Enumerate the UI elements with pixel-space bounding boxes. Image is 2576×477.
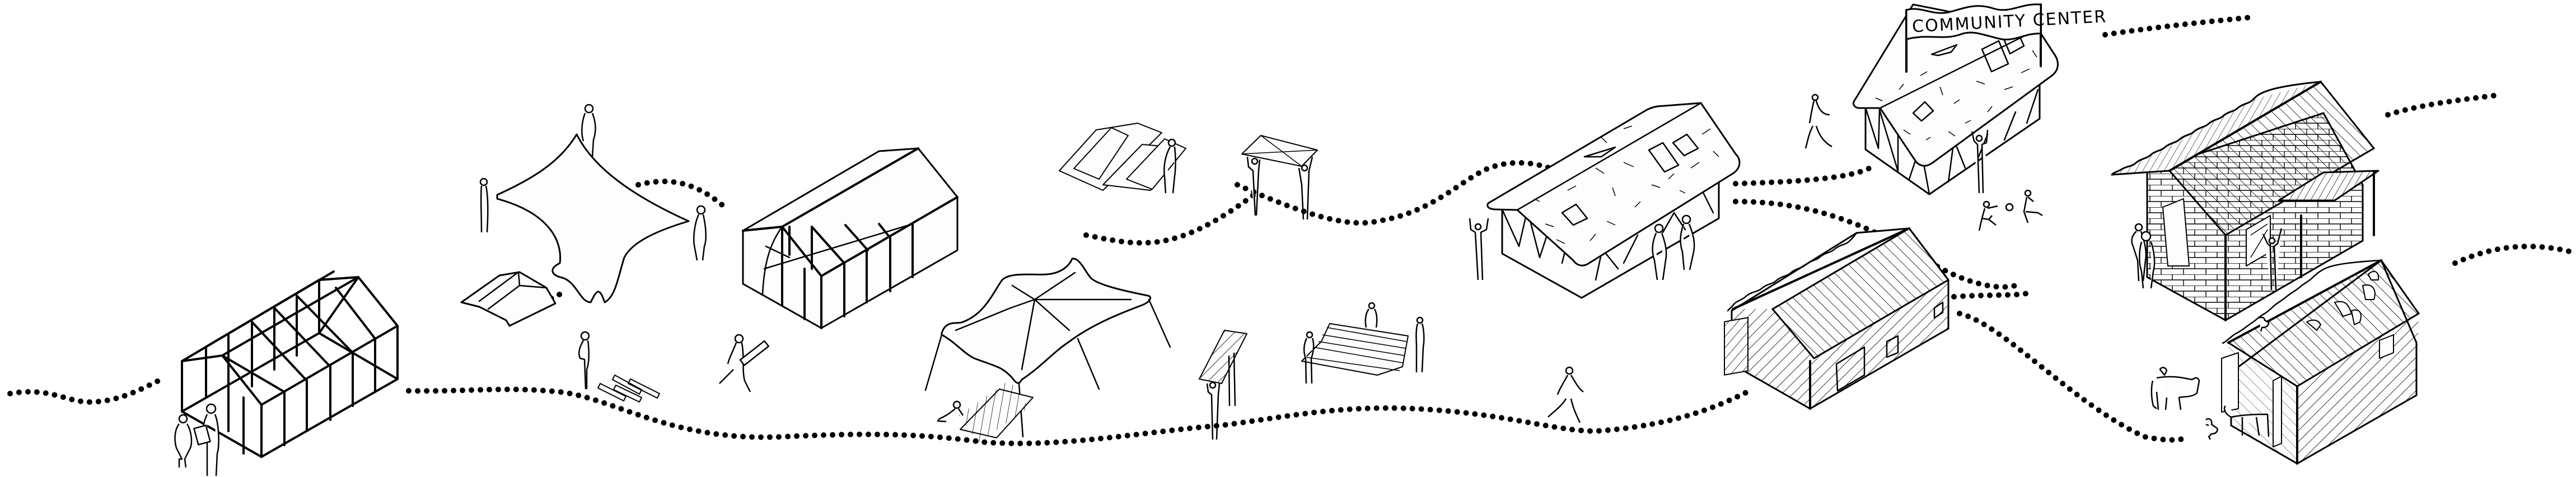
cow-left: [2150, 367, 2200, 410]
chicken-on-cow: [2159, 367, 2168, 376]
corrugated-shed: [1724, 227, 1950, 410]
walking-person-with-plank: [719, 334, 770, 392]
planks-scene: [578, 331, 770, 403]
plank: [597, 375, 660, 403]
person-at-window: [2262, 228, 2283, 291]
ball: [2005, 203, 2014, 212]
person-arms-raised: [1469, 218, 1489, 280]
person-carrying-panel: [1206, 381, 1221, 440]
person-with-panel: [1163, 138, 1176, 194]
folded-panels-scene: [1059, 123, 1318, 220]
panels-carry-scene: [1199, 302, 1425, 440]
path-segment-6: [2102, 14, 2576, 266]
woman-1: [1652, 223, 1667, 280]
walking-person: [1548, 366, 1584, 423]
thatched-house: [1469, 102, 1741, 299]
kid-running: [2023, 189, 2043, 223]
person-left-sheet: [1303, 331, 1315, 384]
community-center: COMMUNITY CENTER: [1804, 3, 2107, 231]
path-segment-3: [532, 160, 1570, 308]
chicken-on-ground: [2205, 418, 2218, 440]
person-at-wall: [1971, 129, 1989, 194]
person-top-sheet: [1364, 302, 1378, 328]
person-right-sheet: [1415, 316, 1425, 373]
two-people-at-door: [2131, 223, 2156, 289]
covered-greenhouse: [742, 147, 959, 329]
cow-in-doorway: [2223, 405, 2270, 437]
person-top: [581, 104, 596, 157]
person-holding-tablet: [193, 403, 219, 476]
open-box: [460, 271, 557, 327]
brick-house: [2111, 81, 2379, 321]
kneeling-person: [937, 400, 964, 423]
greenhouse-frame: [174, 270, 399, 476]
person-with-clipboard: [174, 414, 193, 468]
standing-person: [578, 331, 590, 390]
woman-2: [1680, 214, 1695, 270]
walking-person-left: [1804, 93, 1832, 149]
path-segment-2: [406, 386, 1752, 447]
person-left: [479, 177, 489, 233]
path-segment-5: [1951, 288, 2192, 443]
kid-kicking: [1978, 200, 1998, 231]
fabric-tent: [924, 258, 1171, 443]
person-lifting-left: [1246, 156, 1261, 216]
person-behind-panel: [1228, 352, 1236, 406]
vines-on-roof: [2306, 270, 2379, 331]
dotted-paths: [7, 14, 2576, 447]
barn-with-animals: [2150, 259, 2420, 465]
chicken-on-roof: [2259, 316, 2270, 332]
path-segment-1: [7, 376, 166, 405]
person-right: [693, 205, 707, 261]
corrugated-sheet: [1301, 323, 1409, 376]
person-lifting-right: [1298, 156, 1313, 220]
tarp-scene: [460, 104, 707, 327]
